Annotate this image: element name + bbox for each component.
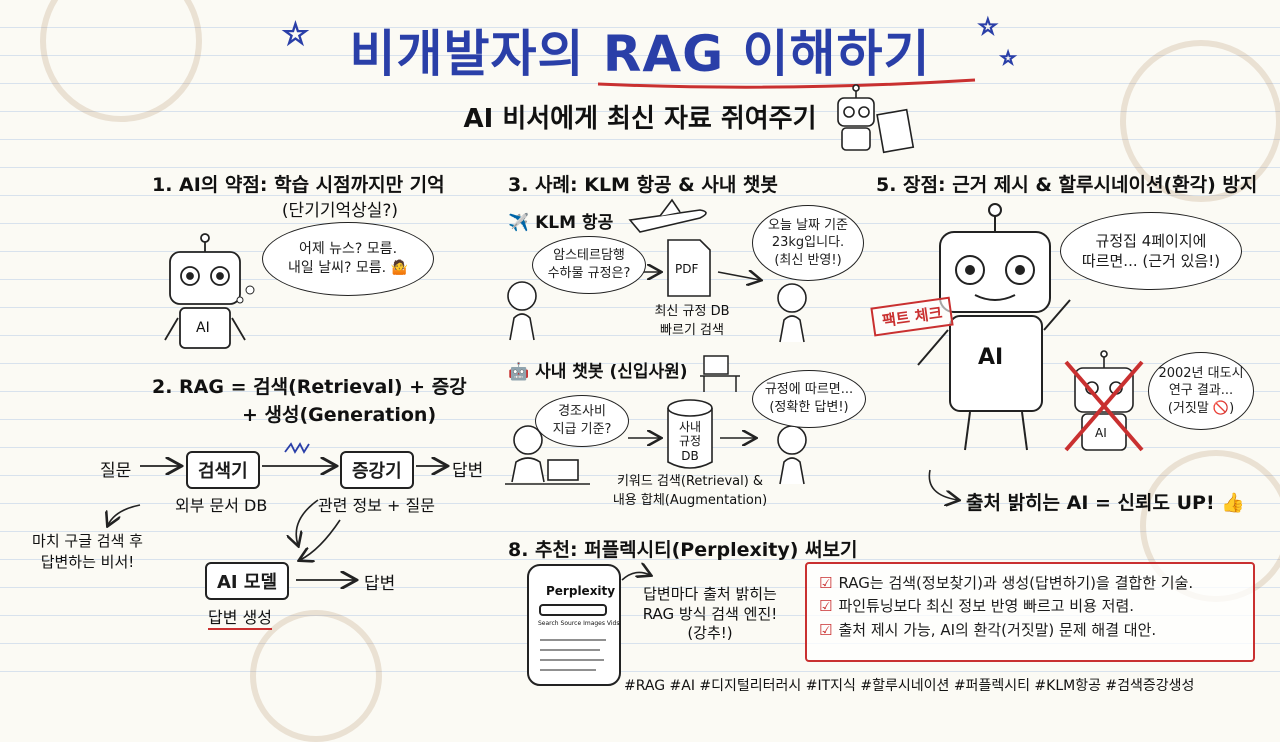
perplexity-logo: Perplexity — [546, 584, 616, 598]
star-icon: ☆ — [978, 15, 998, 40]
section3-heading: 3. 사례: KLM 항공 & 사내 챗봇 — [508, 174, 778, 196]
arrow — [296, 499, 319, 545]
arrow — [108, 504, 141, 525]
arrow — [621, 572, 650, 581]
summary-item: ☑RAG는 검색(정보찾기)과 생성(답변하기)을 결합한 기술. — [819, 574, 1194, 592]
chatbot-answer-bubble: 규정에 따르면...(정확한 답변!) — [752, 370, 866, 428]
arrow — [717, 272, 760, 280]
arrow — [300, 519, 341, 560]
section8-heading: 8. 추천: 퍼플렉시티(Perplexity) 써보기 — [508, 539, 858, 561]
checkbox-icon: ☑ — [819, 574, 833, 592]
section5-conclusion: 출처 밝히는 AI = 신뢰도 UP! 👍 — [966, 492, 1245, 514]
person-icon — [777, 283, 807, 343]
summary-item: ☑파인튜닝보다 최신 정보 반영 빠르고 비용 저렴. — [819, 597, 1135, 616]
flow-answer-2: 답변 — [364, 574, 396, 594]
flow-question: 질문 — [100, 461, 132, 481]
page-title: 비개발자의 RAG 이해하기 — [349, 25, 931, 83]
robot-label: AI — [196, 320, 210, 336]
arrow — [928, 469, 958, 500]
section5-heading: 5. 장점: 근거 제시 & 할루시네이션(환각) 방지 — [876, 174, 1258, 196]
small-robot-label: AI — [1095, 426, 1107, 440]
database-label: 사내 규정 DB — [678, 420, 702, 463]
database-note: 키워드 검색(Retrieval) & 내용 합체(Augmentation) — [612, 474, 768, 508]
person-icon — [507, 281, 537, 341]
summary-box: ☑RAG는 검색(정보찾기)과 생성(답변하기)을 결합한 기술. ☑파인튜닝보… — [805, 562, 1255, 662]
star-icon: ☆ — [1000, 48, 1016, 69]
section2-heading: 2. RAG = 검색(Retrieval) + 증강 — [152, 376, 467, 398]
person-at-laptop-icon — [505, 425, 590, 485]
summary-item: ☑출처 제시 가능, AI의 환각(거짓말) 문제 해결 대안. — [819, 620, 1157, 639]
hashtags: #RAG #AI #디지털리터러시 #IT지식 #할루시네이션 #퍼플렉시티 #… — [624, 678, 1195, 694]
coffee-stain — [40, 0, 202, 122]
page-subtitle: AI 비서에게 최신 자료 쥐여주기 — [463, 104, 817, 134]
retriever-note: 외부 문서 DB — [175, 496, 268, 515]
diagram-drawings: ☆ ☆ ☆ — [0, 14, 1144, 686]
scribble — [284, 442, 310, 454]
section2-heading-line2: + 생성(Generation) — [242, 404, 437, 426]
red-cross-icon — [1064, 360, 1144, 452]
thought-bubble: 어제 뉴스? 모름.내일 날씨? 모름. 🤷 — [262, 222, 434, 296]
ai-model-box: AI 모델 — [205, 562, 290, 600]
star-icon: ☆ — [282, 17, 309, 52]
lying-robot-icon — [1074, 350, 1134, 451]
airplane-icon — [628, 198, 707, 233]
coffee-stain — [1120, 40, 1280, 202]
person-icon — [777, 425, 807, 485]
robot-icon — [164, 233, 246, 349]
phone-icon — [527, 564, 621, 686]
large-robot-icon — [917, 203, 1071, 451]
section1-heading: 1. AI의 약점: 학습 시점까지만 기억 — [152, 174, 445, 196]
pdf-document-icon — [667, 239, 711, 297]
checkbox-icon: ☑ — [819, 597, 833, 616]
reading-robot-icon — [837, 84, 915, 154]
augmenter-note: 관련 정보 + 질문 — [318, 496, 435, 515]
perplexity-note: 답변마다 출처 밝히는 RAG 방식 검색 엔진! (강추!) — [642, 585, 778, 642]
side-note: 마치 구글 검색 후 답변하는 비서! — [32, 532, 143, 571]
large-robot-label: AI — [978, 345, 1004, 370]
desk-icon — [700, 355, 740, 392]
section1-subheading: (단기기억상실?) — [281, 201, 399, 221]
klm-label: ✈️ KLM 항공 — [508, 213, 614, 233]
pdf-label: PDF — [675, 262, 699, 276]
checkbox-icon: ☑ — [819, 620, 833, 639]
augmenter-box: 증강기 — [340, 451, 414, 489]
klm-db-note: 최신 규정 DB 빠르기 검색 — [654, 304, 730, 338]
title-underline — [597, 78, 976, 89]
chatbot-label: 🤖 사내 챗봇 (신입사원) — [508, 362, 688, 382]
perplexity-tabs: Search Source Images Vids — [538, 620, 620, 627]
model-note: 답변 생성 — [208, 604, 272, 630]
flow-answer: 답변 — [452, 461, 484, 481]
database-icon — [667, 399, 713, 469]
retriever-box: 검색기 — [186, 451, 260, 489]
